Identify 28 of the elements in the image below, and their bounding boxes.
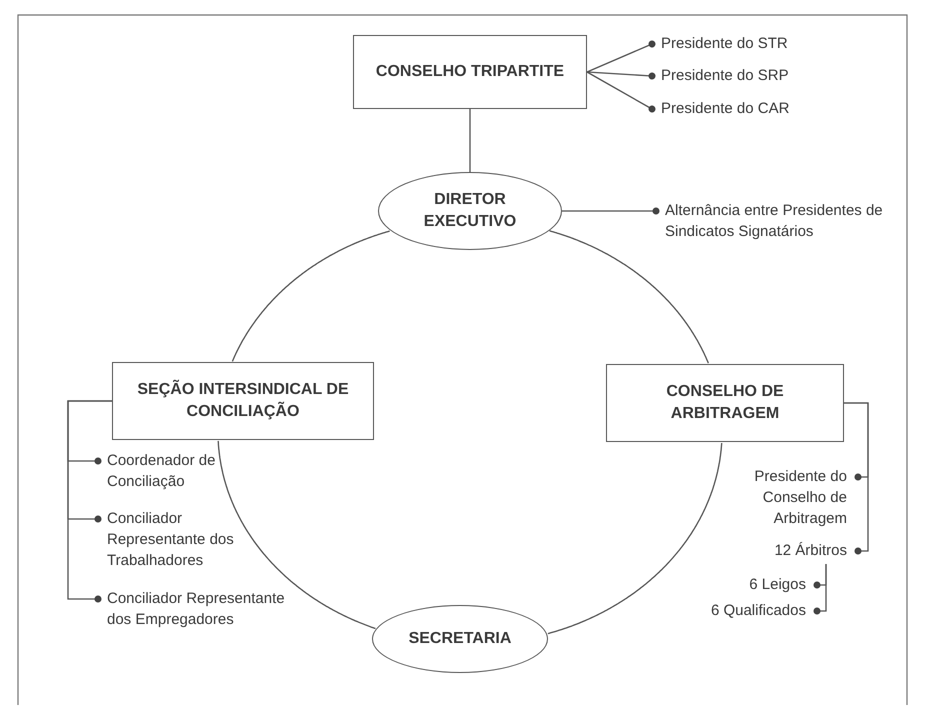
connector-line — [586, 40, 656, 73]
connector-line — [232, 230, 390, 362]
member-label: 6 Qualificados — [680, 600, 817, 622]
member-label: Presidente do CAR — [652, 98, 832, 120]
connector-line — [562, 208, 660, 214]
connector-line — [586, 71, 656, 80]
org-box: CONSELHO DE ARBITRAGEM — [606, 364, 844, 442]
member-label: Presidente do Conselho de Arbitragem — [712, 466, 858, 532]
member-label: Alternância entre Presidentes de Sindicatos Signatários — [656, 200, 886, 264]
connector-line — [469, 109, 471, 172]
connector-line — [218, 440, 376, 630]
connector-line — [548, 442, 722, 634]
member-label: Coordenador de Conciliação — [98, 450, 268, 494]
member-label: Conciliador Representante dos Empregadores — [98, 588, 308, 632]
connector-line — [844, 402, 869, 554]
org-ellipse: SECRETARIA — [372, 605, 548, 673]
member-label: 6 Leigos — [680, 574, 817, 596]
connector-line — [814, 564, 827, 614]
org-ellipse: DIRETOR EXECUTIVO — [378, 172, 562, 250]
member-label: 12 Árbitros — [740, 540, 858, 564]
org-box: SEÇÃO INTERSINDICAL DE CONCILIAÇÃO — [112, 362, 374, 440]
connector-line — [586, 71, 656, 112]
member-label: Presidente do SRP — [652, 65, 832, 87]
org-box: CONSELHO TRIPARTITE — [353, 35, 587, 109]
connector-line — [549, 230, 709, 364]
member-label: Conciliador Representante dos Trabalhadores — [98, 508, 268, 574]
connector-line — [67, 400, 112, 602]
member-label: Presidente do STR — [652, 33, 832, 55]
